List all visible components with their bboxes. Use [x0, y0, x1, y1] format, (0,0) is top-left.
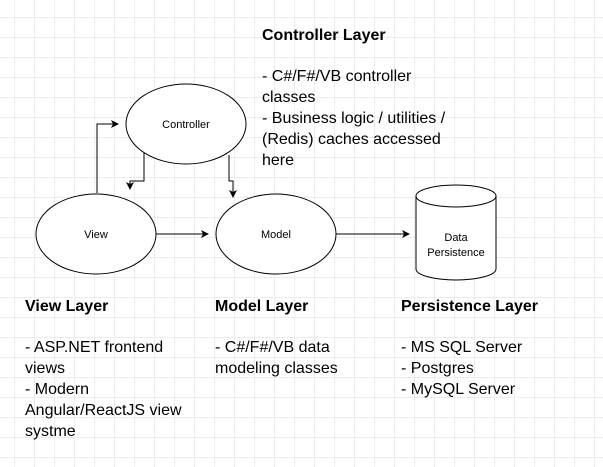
- controller-layer-list: - C#/F#/VB controller classes - Business…: [262, 66, 457, 171]
- data-persistence-node: Data Persistence: [415, 184, 497, 281]
- persistence-layer-item: - Postgres: [401, 360, 474, 377]
- model-node-label: Model: [261, 229, 291, 241]
- controller-to-model-edge: [228, 155, 237, 198]
- model-layer-item: - C#/F#/VB data modeling classes: [215, 339, 338, 377]
- controller-node: Controller: [125, 83, 247, 165]
- controller-layer-block: Controller Layer - C#/F#/VB controller c…: [262, 25, 457, 171]
- persistence-layer-title: Persistence Layer: [401, 298, 538, 315]
- model-layer-title: Model Layer: [215, 298, 309, 315]
- controller-layer-item: - Business logic / utilities / (Redis) c…: [262, 110, 446, 169]
- controller-to-view-edge: [126, 153, 145, 190]
- controller-layer-title: Controller Layer: [262, 27, 386, 44]
- model-layer-list: - C#/F#/VB data modeling classes: [215, 337, 375, 379]
- view-node: View: [35, 193, 157, 275]
- persistence-layer-item: - MySQL Server: [401, 381, 516, 398]
- model-node: Model: [215, 193, 337, 275]
- view-node-label: View: [84, 229, 108, 241]
- controller-layer-item: - C#/F#/VB controller classes: [262, 68, 412, 106]
- data-persistence-label-line-1: Data: [444, 232, 468, 244]
- view-layer-list: - ASP.NET frontend views - Modern Angula…: [25, 337, 200, 442]
- view-layer-item: - Modern Angular/ReactJS view systme: [25, 381, 182, 440]
- persistence-layer-list: - MS SQL Server - Postgres - MySQL Serve…: [401, 337, 596, 400]
- view-layer-block: View Layer - ASP.NET frontend views - Mo…: [25, 296, 200, 442]
- view-layer-item: - ASP.NET frontend views: [25, 339, 164, 377]
- data-persistence-label-line-2: Persistence: [427, 247, 484, 259]
- persistence-layer-item: - MS SQL Server: [401, 339, 523, 356]
- controller-node-label: Controller: [162, 119, 210, 131]
- view-to-controller-edge: [96, 120, 119, 193]
- view-layer-title: View Layer: [25, 298, 109, 315]
- model-layer-block: Model Layer - C#/F#/VB data modeling cla…: [215, 296, 375, 379]
- persistence-layer-block: Persistence Layer - MS SQL Server - Post…: [401, 296, 596, 400]
